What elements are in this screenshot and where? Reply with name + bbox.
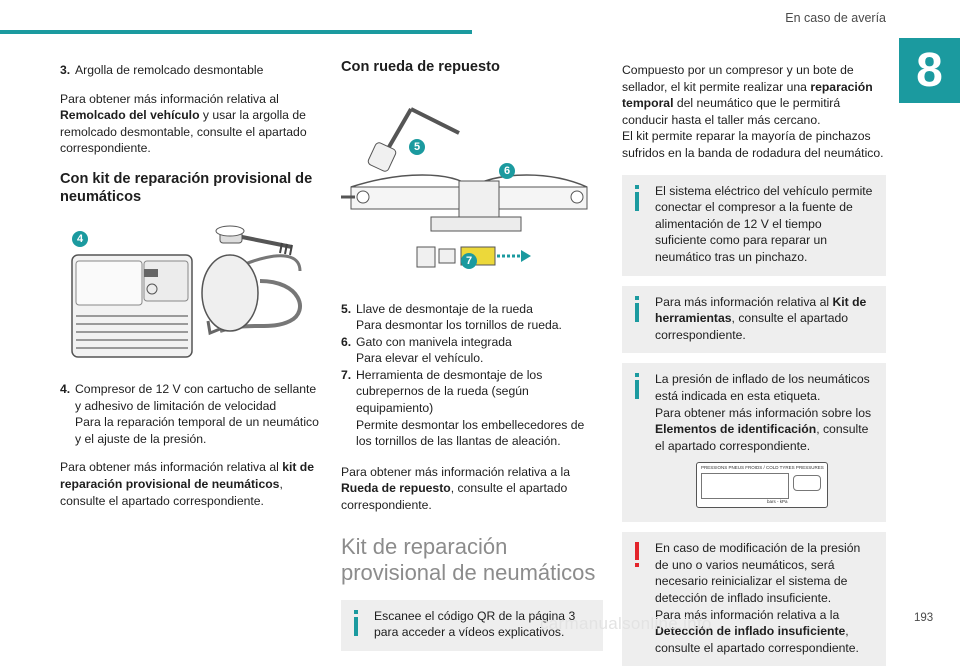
ref-underinflation: Detección de inflado insuficiente <box>655 624 846 639</box>
paragraph-kit-intro: Compuesto por un compresor y un bote de … <box>622 63 884 160</box>
info-icon <box>635 373 639 400</box>
paragraph-repair-kit-ref: Para obtener más información relativa al… <box>60 460 315 508</box>
item-number: 6. <box>341 334 352 349</box>
chapter-number: 8 <box>916 44 943 97</box>
info-note-pressure-label: La presión de inflado de los neumáticos … <box>622 363 886 523</box>
figure-badge-5: 5 <box>409 138 425 155</box>
item-number: 3. <box>60 63 71 77</box>
info-icon <box>635 295 639 322</box>
ref-temporary-repair: reparación temporal <box>622 79 873 111</box>
info-icon <box>354 609 358 636</box>
figure-badge-4: 4 <box>72 230 88 247</box>
warning-note: En caso de modificación de la presión de… <box>622 532 886 666</box>
list-item: 7. Herramienta de desmontaje de los cubr… <box>341 367 603 450</box>
ref-repair-kit: kit de reparación provisional de neumáti… <box>60 460 315 491</box>
compressor-drawing <box>60 220 322 369</box>
label-table <box>701 473 789 500</box>
ref-spare-wheel: Rueda de repuesto <box>341 481 451 496</box>
figure-badge-6: 6 <box>499 162 515 179</box>
item-title: Herramienta de desmontaje de los cubrepe… <box>356 367 543 416</box>
column-3: Compuesto por un compresor y un bote de … <box>622 62 886 666</box>
item-number: 4. <box>60 381 71 396</box>
item-description: Para desmontar los tornillos de rueda. <box>356 318 562 333</box>
list-item-3: 3. Argolla de remolcado desmontable <box>60 62 322 79</box>
paragraph-towing: Para obtener más información relativa al… <box>60 91 307 156</box>
ref-toolkit: Kit de herramientas <box>655 294 867 326</box>
compressor-illustration: 4 <box>60 220 322 369</box>
page-number: 193 <box>914 612 934 624</box>
ref-towing: Remolcado del vehículo <box>60 108 200 123</box>
ref-identification: Elementos de identificación <box>655 422 817 437</box>
chapter-tab: 8 <box>899 38 960 103</box>
warning-icon <box>635 542 639 568</box>
item-title: Compresor de 12 V con cartucho de sellan… <box>75 381 317 413</box>
column-2: Con rueda de repuesto 5 6 7 <box>341 58 603 651</box>
section-title: En caso de avería <box>785 11 886 25</box>
label-header-text: PRESSIONS PNEUS FROIDS / COLD TYRES PRES… <box>701 465 824 471</box>
tools-drawing <box>341 106 588 267</box>
item-title: Llave de desmontaje de la rueda <box>356 301 533 316</box>
label-car-icon <box>793 475 821 492</box>
label-footer-text: bars - kPa <box>767 499 788 505</box>
info-note-toolkit: Para más información relativa al Kit de … <box>622 285 886 354</box>
note-text: El sistema eléctrico del vehículo permit… <box>655 183 873 264</box>
heading-spare-wheel: Con rueda de repuesto <box>341 59 500 75</box>
watermark: carmanualsonline.info <box>540 614 712 633</box>
tyre-pressure-label-image: PRESSIONS PNEUS FROIDS / COLD TYRES PRES… <box>696 462 828 509</box>
paragraph-spare-wheel-ref: Para obtener más información relativa a … <box>341 464 570 513</box>
item-description: Permite desmontar los embellecedores de … <box>356 417 585 449</box>
figure-badge-7: 7 <box>461 252 477 269</box>
section-title-repair-kit: Kit de reparación provisional de neumáti… <box>341 533 596 585</box>
note-text: Escanee el código QR de la página 3 para… <box>374 608 576 640</box>
item-description: Para elevar el vehículo. <box>356 351 484 366</box>
header-accent-bar <box>0 30 472 34</box>
info-icon <box>635 184 639 211</box>
column-1: 3. Argolla de remolcado desmontable Para… <box>60 62 322 522</box>
item-number: 7. <box>341 367 352 382</box>
heading-repair-kit: Con kit de reparación provisional de neu… <box>60 170 313 206</box>
item-text: Argolla de remolcado desmontable <box>75 63 264 77</box>
item-number: 5. <box>341 301 352 316</box>
list-item-4: 4. Compresor de 12 V con cartucho de sel… <box>60 381 322 447</box>
item-title: Gato con manivela integrada <box>356 334 512 349</box>
info-note-electrical: El sistema eléctrico del vehículo permit… <box>622 174 886 276</box>
item-description: Para la reparación temporal de un neumát… <box>75 415 319 446</box>
spare-wheel-tools-illustration: 5 6 7 <box>341 91 603 271</box>
